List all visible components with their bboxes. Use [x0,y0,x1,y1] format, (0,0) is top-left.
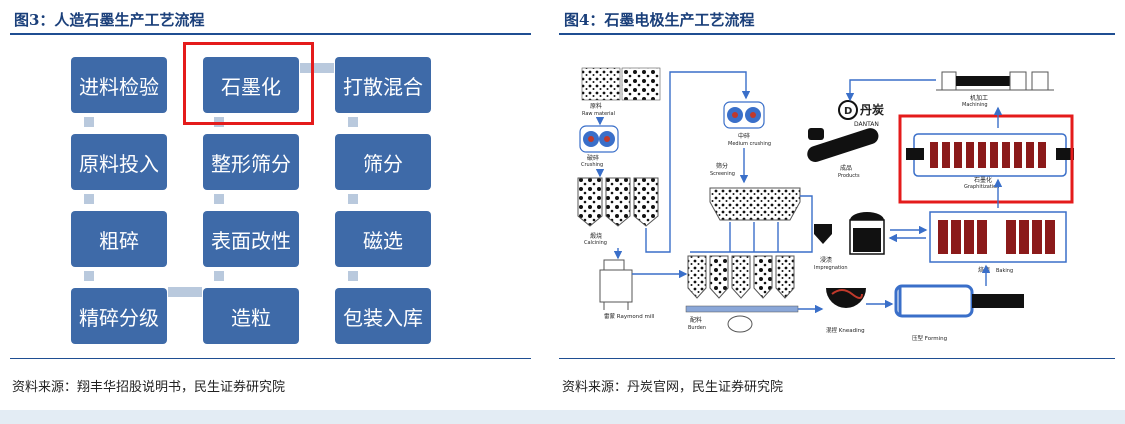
step-magnetic-separation: 磁选 [335,211,431,267]
calcining-stage: 煅烧 Calcining [577,177,659,246]
connector [348,117,358,127]
forming-stage: 压型 Forming [894,284,1024,342]
figure4-title: 图4：石墨电极生产工艺流程 [564,11,755,29]
calcining-zh: 煅烧 [590,232,602,240]
connector [214,271,224,281]
crushing-zh: 破碎 [587,154,599,162]
brand-zh: 丹炭 [860,102,884,117]
page-footer-band [0,410,1125,424]
figure3-title-rule [10,33,531,35]
step-raw-material-input: 原料投入 [71,134,167,190]
connector [348,194,358,204]
step-feed-inspection: 进料检验 [71,57,167,113]
connector [168,287,202,297]
machining-zh: 机加工 [970,94,988,102]
step-granulation: 造粒 [203,288,299,344]
medium-crushing-stage: 中碎 Medium crushing [723,101,771,147]
flow-arrows [595,71,1003,314]
connector [348,271,358,281]
raw-material-en: Raw material [582,111,615,117]
impregnation-en: Impregnation [814,265,848,271]
calcining-en: Calcining [584,240,607,246]
burden-zh: 配料 [690,316,702,324]
step-fine-crushing-classifying: 精碎分级 [71,288,167,344]
connector [84,117,94,127]
connector [84,194,94,204]
impregnation-zh: 浸渍 [820,256,832,264]
crushing-en: Crushing [581,162,603,168]
kneading-label: 混捏 Kneading [826,326,865,334]
raymond-mill-label: 雷蒙 Raymond mill [604,312,655,320]
screening-stage: 筛分 Screening [709,162,801,221]
kneading-stage: 混捏 Kneading [826,288,866,334]
step-coarse-crushing: 粗碎 [71,211,167,267]
step-shaping-screening: 整形筛分 [203,134,299,190]
medium-crushing-en: Medium crushing [728,141,771,147]
figure4-title-rule [559,33,1115,35]
step-surface-modification: 表面改性 [203,211,299,267]
machining-stage: 机加工 Machining [936,71,1054,108]
products-zh: 成品 [840,164,852,172]
baking-stage: 焙烧 Baking [929,211,1067,274]
step-graphitization: 石墨化 [203,57,299,113]
medium-crushing-zh: 中碎 [738,132,750,140]
figure4-bottom-rule [559,358,1115,359]
brand-en: DANTAN [854,121,879,128]
figure4-source: 资料来源：丹炭官网，民生证券研究院 [562,380,784,395]
connector [84,271,94,281]
machining-en: Machining [962,102,988,108]
figure3-title: 图3：人造石墨生产工艺流程 [14,11,205,29]
graphitization-highlight-box [183,42,314,125]
burden-en: Burden [688,325,706,331]
crushing-stage: 破碎 Crushing [579,125,619,168]
graphitization-highlight-box [898,114,1074,204]
raymond-mill-stage: 雷蒙 Raymond mill [599,259,655,320]
graphitization-zh: 石墨化 [974,176,992,184]
raw-material-zh: 原料 [590,102,602,110]
baking-zh: 焙烧 [978,266,990,274]
step-packaging-storage: 包装入库 [335,288,431,344]
screening-zh: 筛分 [716,162,728,170]
graphitization-en: Graphitization [964,184,999,190]
products-stage: D 丹炭 DANTAN 成品 Products [807,100,884,179]
figure3-bottom-rule [10,358,531,359]
figure3-source: 资料来源：翔丰华招股说明书，民生证券研究院 [12,380,286,395]
connector [300,63,334,73]
burden-stage: 配料 Burden [685,255,799,333]
products-en: Products [838,173,860,179]
baking-en: Baking [996,268,1013,274]
svg-text:D: D [844,106,852,117]
step-screening: 筛分 [335,134,431,190]
screening-en: Screening [710,171,735,177]
graphitization-stage: 石墨化 Graphitization [898,114,1074,204]
impregnation-stage: 浸渍 Impregnation [814,212,885,271]
figure4-process-diagram: 原料 Raw material 破碎 Crushing 煅烧 Calcining… [577,67,1074,342]
connector [214,194,224,204]
step-dispersing-mixing: 打散混合 [335,57,431,113]
raw-material-stage: 原料 Raw material [581,67,661,117]
forming-label: 压型 Forming [912,334,947,342]
